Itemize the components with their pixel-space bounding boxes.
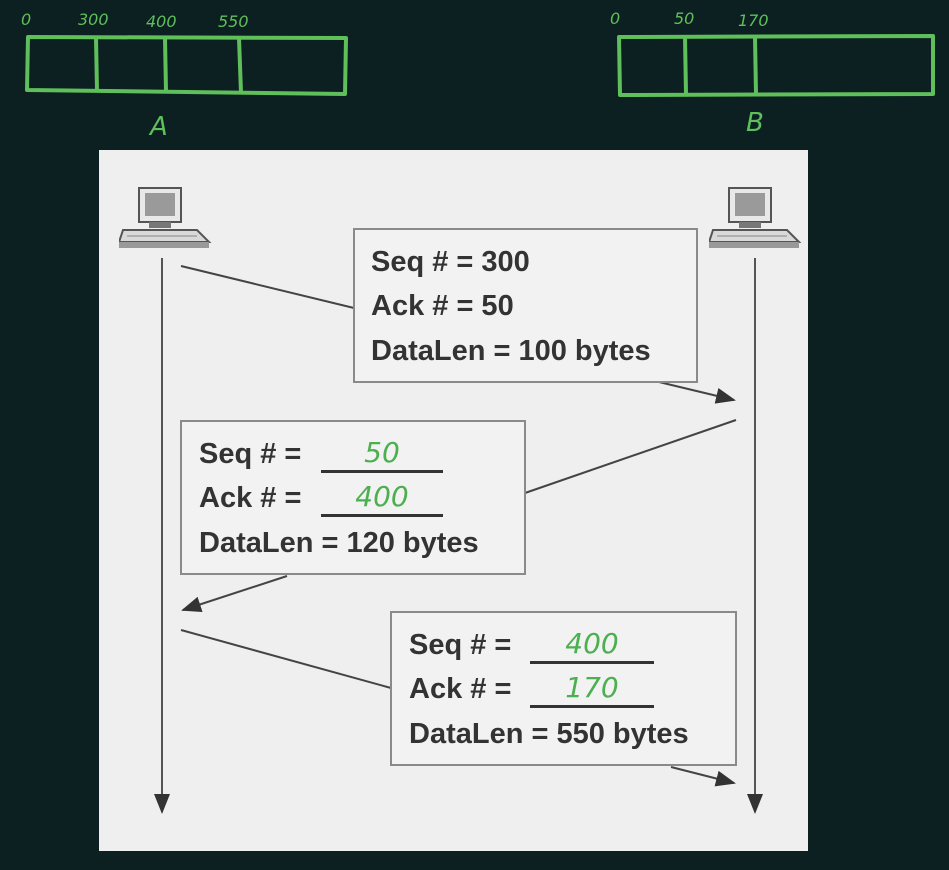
ack-answer: 400 bbox=[321, 480, 443, 517]
buffer-a-tick-0: 0 bbox=[21, 10, 32, 29]
ack-label: Ack # = 50 bbox=[371, 290, 514, 322]
buffer-b-tick-50: 50 bbox=[674, 9, 695, 28]
ack-label: Ack # = bbox=[199, 482, 302, 514]
computer-icon bbox=[119, 187, 212, 248]
seq-label: Seq # = bbox=[199, 438, 302, 470]
buffer-b-label: B bbox=[746, 108, 764, 138]
buffer-a-tick-300: 300 bbox=[78, 10, 109, 29]
buffer-a-bar bbox=[25, 35, 348, 96]
computer-icon bbox=[709, 187, 802, 248]
datalen-label: DataLen = 550 bytes bbox=[409, 718, 689, 750]
message-box-1: Seq # = 300 Ack # = 50 DataLen = 100 byt… bbox=[353, 228, 698, 383]
ack-answer: 170 bbox=[530, 671, 654, 708]
ack-label: Ack # = bbox=[409, 673, 512, 705]
buffer-b-tick-0: 0 bbox=[610, 9, 621, 28]
datalen-label: DataLen = 120 bytes bbox=[199, 527, 479, 559]
buffer-b-bar bbox=[617, 34, 935, 97]
sequence-lines bbox=[154, 258, 763, 814]
buffer-a-tick-550: 550 bbox=[218, 12, 249, 31]
message-box-2: Seq # = 50 Ack # = 400 DataLen = 120 byt… bbox=[180, 420, 526, 575]
datalen-label: DataLen = 100 bytes bbox=[371, 335, 651, 367]
buffer-a-label: A bbox=[150, 112, 168, 142]
buffer-b-tick-170: 170 bbox=[738, 11, 769, 30]
seq-label: Seq # = 300 bbox=[371, 246, 530, 278]
seq-answer: 400 bbox=[530, 627, 654, 664]
buffer-a-tick-400: 400 bbox=[146, 12, 177, 31]
seq-answer: 50 bbox=[321, 436, 443, 473]
sequence-diagram-panel: Seq # = 300 Ack # = 50 DataLen = 100 byt… bbox=[99, 150, 808, 851]
seq-label: Seq # = bbox=[409, 629, 512, 661]
message-box-3: Seq # = 400 Ack # = 170 DataLen = 550 by… bbox=[390, 611, 737, 766]
